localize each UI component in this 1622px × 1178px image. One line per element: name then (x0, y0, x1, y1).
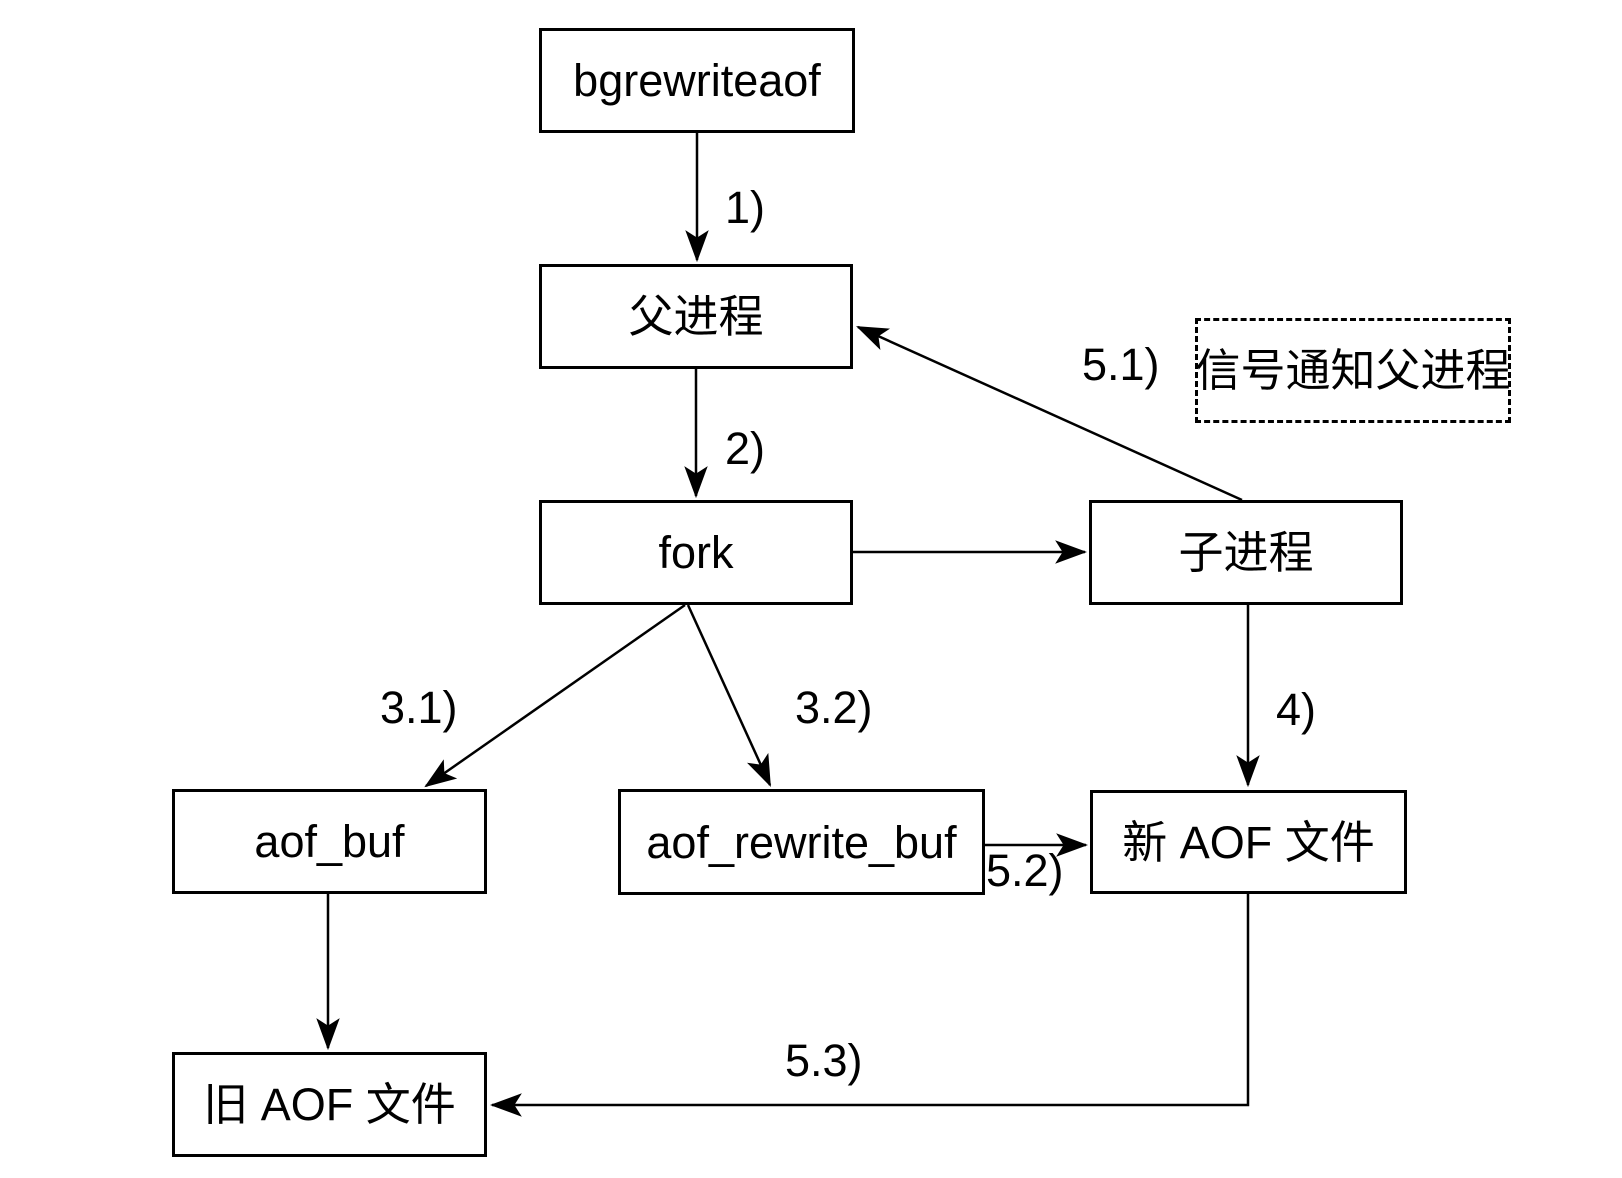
edge-label-step-3-2: 3.2) (795, 682, 873, 733)
node-new-aof-file: 新 AOF 文件 (1090, 790, 1407, 894)
arrow-fork-to-aofbuf (424, 603, 686, 788)
node-aof-rewrite-buf: aof_rewrite_buf (618, 789, 985, 895)
edge-label-step-5-1: 5.1) (1082, 339, 1160, 390)
node-bgrewriteaof: bgrewriteaof (539, 28, 855, 133)
node-fork: fork (539, 500, 853, 605)
node-old-aof-file: 旧 AOF 文件 (172, 1052, 487, 1157)
edge-label-step-1: 1) (725, 182, 766, 233)
edge-label-step-4: 4) (1276, 684, 1317, 735)
note-signal-notify-parent: 信号通知父进程 (1195, 318, 1511, 423)
node-parent-process: 父进程 (539, 264, 853, 369)
arrow-child-to-parent-signal (856, 325, 1243, 502)
node-child-process: 子进程 (1089, 500, 1403, 605)
arrow-newaof-to-oldaof (489, 894, 1250, 1117)
edge-label-step-5-3: 5.3) (785, 1035, 863, 1086)
arrow-fork-to-aofrewritebuf (686, 604, 772, 787)
edge-label-step-5-2: 5.2) (986, 845, 1064, 896)
edge-label-step-2: 2) (725, 423, 766, 474)
node-aof-buf: aof_buf (172, 789, 487, 894)
edge-label-step-3-1: 3.1) (380, 682, 458, 733)
